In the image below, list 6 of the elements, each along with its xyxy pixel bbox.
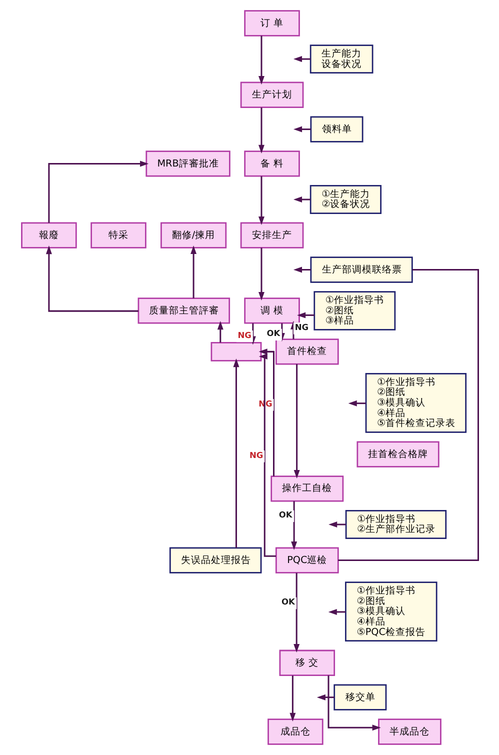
edge-label: OK [280, 596, 294, 607]
edge-label: OK [266, 328, 280, 338]
edge-label: OK [278, 510, 292, 520]
edge-label: NG [248, 450, 263, 460]
edge-label: NG [294, 322, 308, 332]
edge-label: NG [237, 330, 251, 340]
